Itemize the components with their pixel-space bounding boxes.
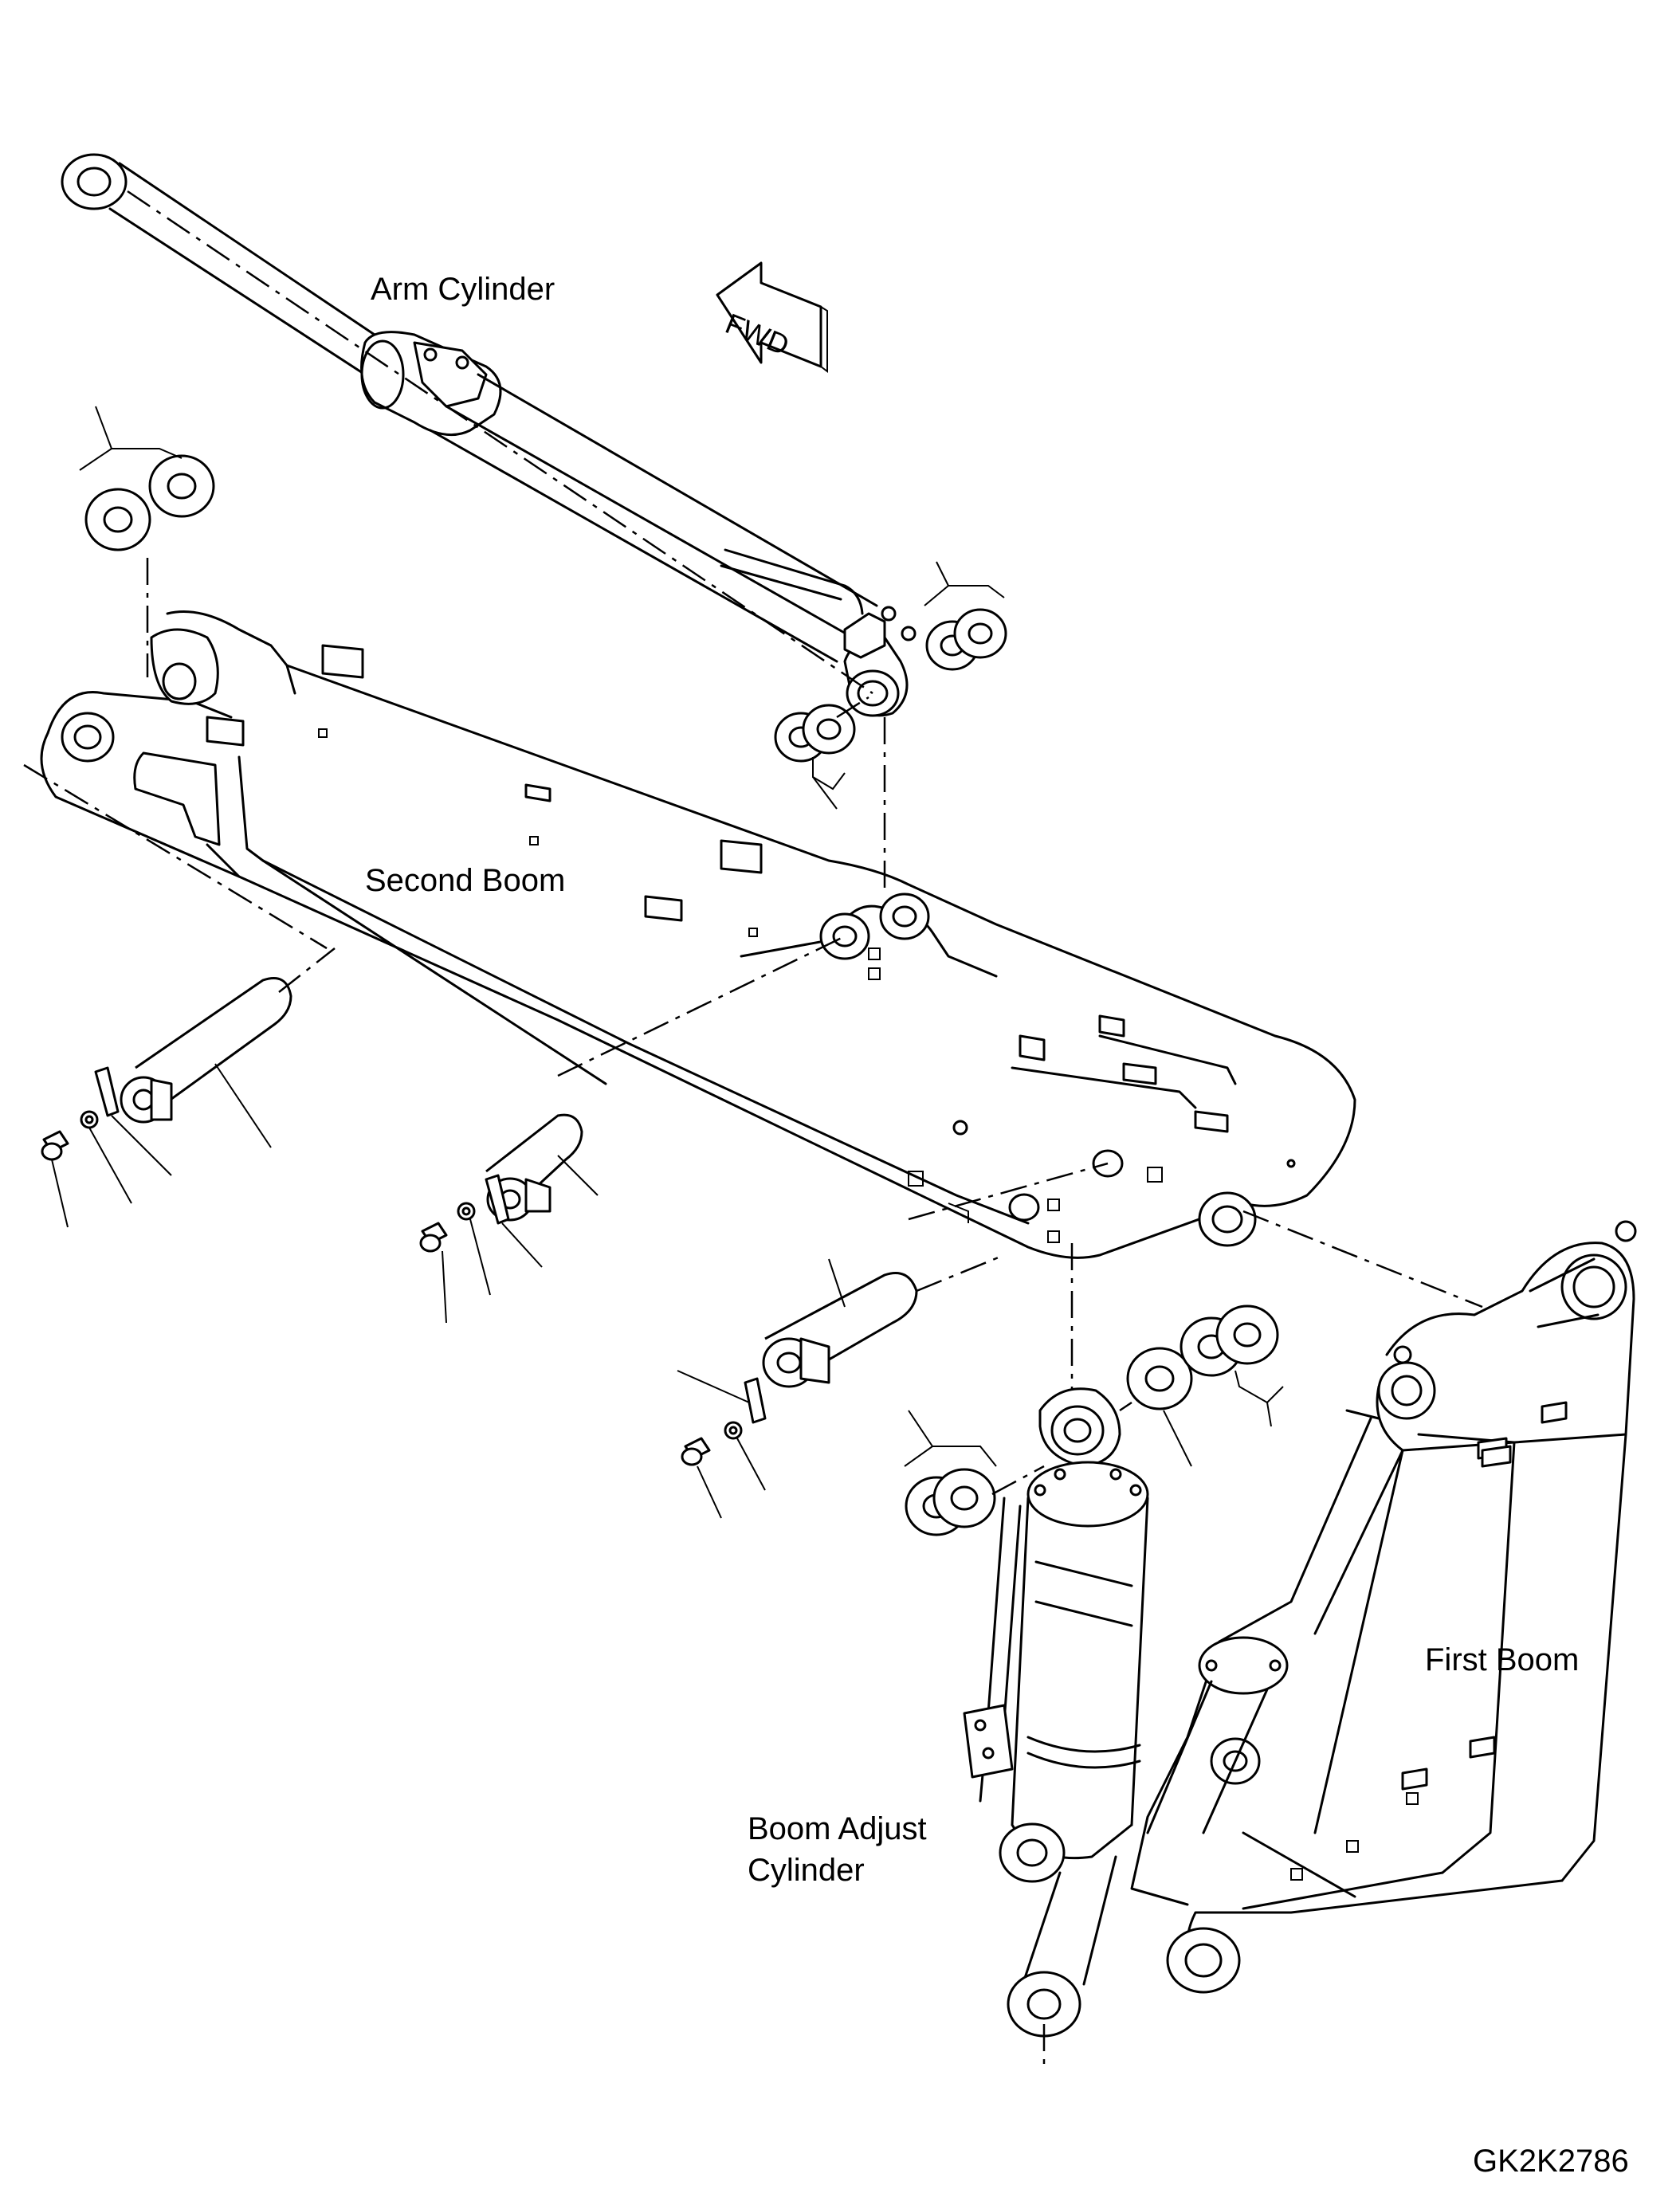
shim-set-mid	[774, 704, 856, 810]
drawing-code: GK2K2786	[1473, 2144, 1629, 2179]
boom-adjust-cylinder-label-line2: Cylinder	[748, 1853, 865, 1888]
boom-adjust-cylinder-label-line1: Boom Adjust	[748, 1811, 927, 1846]
second-boom	[40, 610, 1356, 1259]
boom-adjust-cylinder	[963, 1387, 1149, 2038]
pin-lower	[762, 1258, 918, 1388]
arm-cylinder	[61, 153, 917, 717]
washer-set-cylinder	[904, 1410, 1045, 1536]
arm-cylinder-label: Arm Cylinder	[371, 272, 555, 307]
hardware-set-left	[41, 1066, 172, 1228]
fwd-arrow-icon	[716, 261, 828, 373]
hardware-set-lower	[677, 1370, 767, 1519]
washer-set-right	[1119, 1304, 1284, 1467]
second-boom-label: Second Boom	[365, 863, 566, 898]
first-boom	[1130, 1220, 1637, 1994]
shim-set-top-left	[79, 406, 215, 551]
first-boom-label: First Boom	[1425, 1642, 1580, 1677]
shim-set-top-right	[924, 561, 1007, 671]
pin-left	[120, 977, 292, 1148]
hardware-set-middle	[419, 1174, 543, 1324]
